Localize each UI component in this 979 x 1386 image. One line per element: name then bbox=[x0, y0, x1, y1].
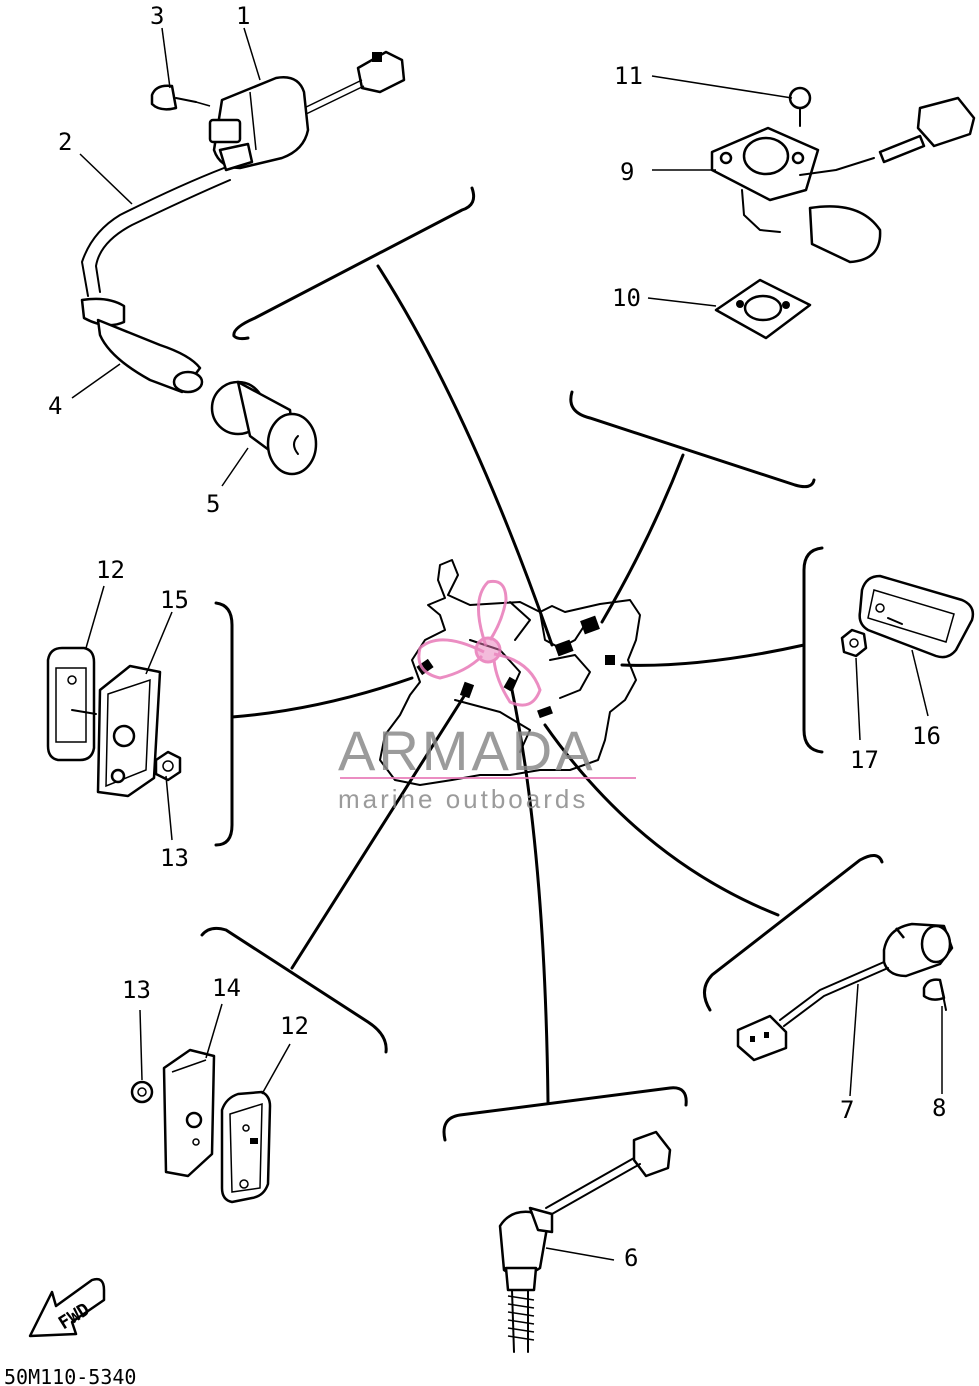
cap-part-5 bbox=[210, 380, 318, 476]
pad-set-left bbox=[46, 646, 182, 798]
fwd-arrow: FWD bbox=[28, 1277, 106, 1338]
pad-set-lower bbox=[130, 1048, 272, 1204]
bracket-lines bbox=[200, 186, 884, 1142]
diagram-code: 50M110-5340 bbox=[4, 1365, 136, 1386]
pad-set-right bbox=[840, 574, 975, 659]
callout-5: 5 bbox=[206, 490, 220, 518]
callout-8: 8 bbox=[932, 1094, 946, 1122]
callout-13-lower: 13 bbox=[122, 976, 151, 1004]
ignition-coil-assembly bbox=[80, 50, 406, 394]
callout-14: 14 bbox=[212, 974, 241, 1002]
callout-7: 7 bbox=[840, 1096, 854, 1124]
callout-17: 17 bbox=[850, 746, 879, 774]
callout-leaders bbox=[71, 27, 943, 1261]
callout-9: 9 bbox=[620, 158, 634, 186]
switch-part-7 bbox=[736, 922, 954, 1062]
sender-assembly bbox=[710, 86, 976, 340]
watermark-brand: ARMADA bbox=[338, 719, 596, 782]
callout-16: 16 bbox=[912, 722, 941, 750]
callout-3: 3 bbox=[150, 2, 164, 30]
watermark-tagline: marine outboards bbox=[338, 784, 588, 814]
sensor-part-6 bbox=[498, 1130, 672, 1353]
armada-watermark: ARMADA marine outboards bbox=[338, 579, 636, 814]
propeller-logo-icon bbox=[417, 579, 542, 707]
callout-4: 4 bbox=[48, 392, 62, 420]
callout-15: 15 bbox=[160, 586, 189, 614]
callout-6: 6 bbox=[624, 1244, 638, 1272]
callout-13-upper: 13 bbox=[160, 844, 189, 872]
callout-11: 11 bbox=[614, 62, 643, 90]
callout-12-lower: 12 bbox=[280, 1012, 309, 1040]
callout-10: 10 bbox=[612, 284, 641, 312]
callout-numbers: 1 2 3 4 5 6 7 8 9 10 11 12 12 13 13 14 1… bbox=[48, 2, 946, 1272]
callout-12-upper: 12 bbox=[96, 556, 125, 584]
callout-1: 1 bbox=[236, 2, 250, 30]
callout-2: 2 bbox=[58, 128, 72, 156]
